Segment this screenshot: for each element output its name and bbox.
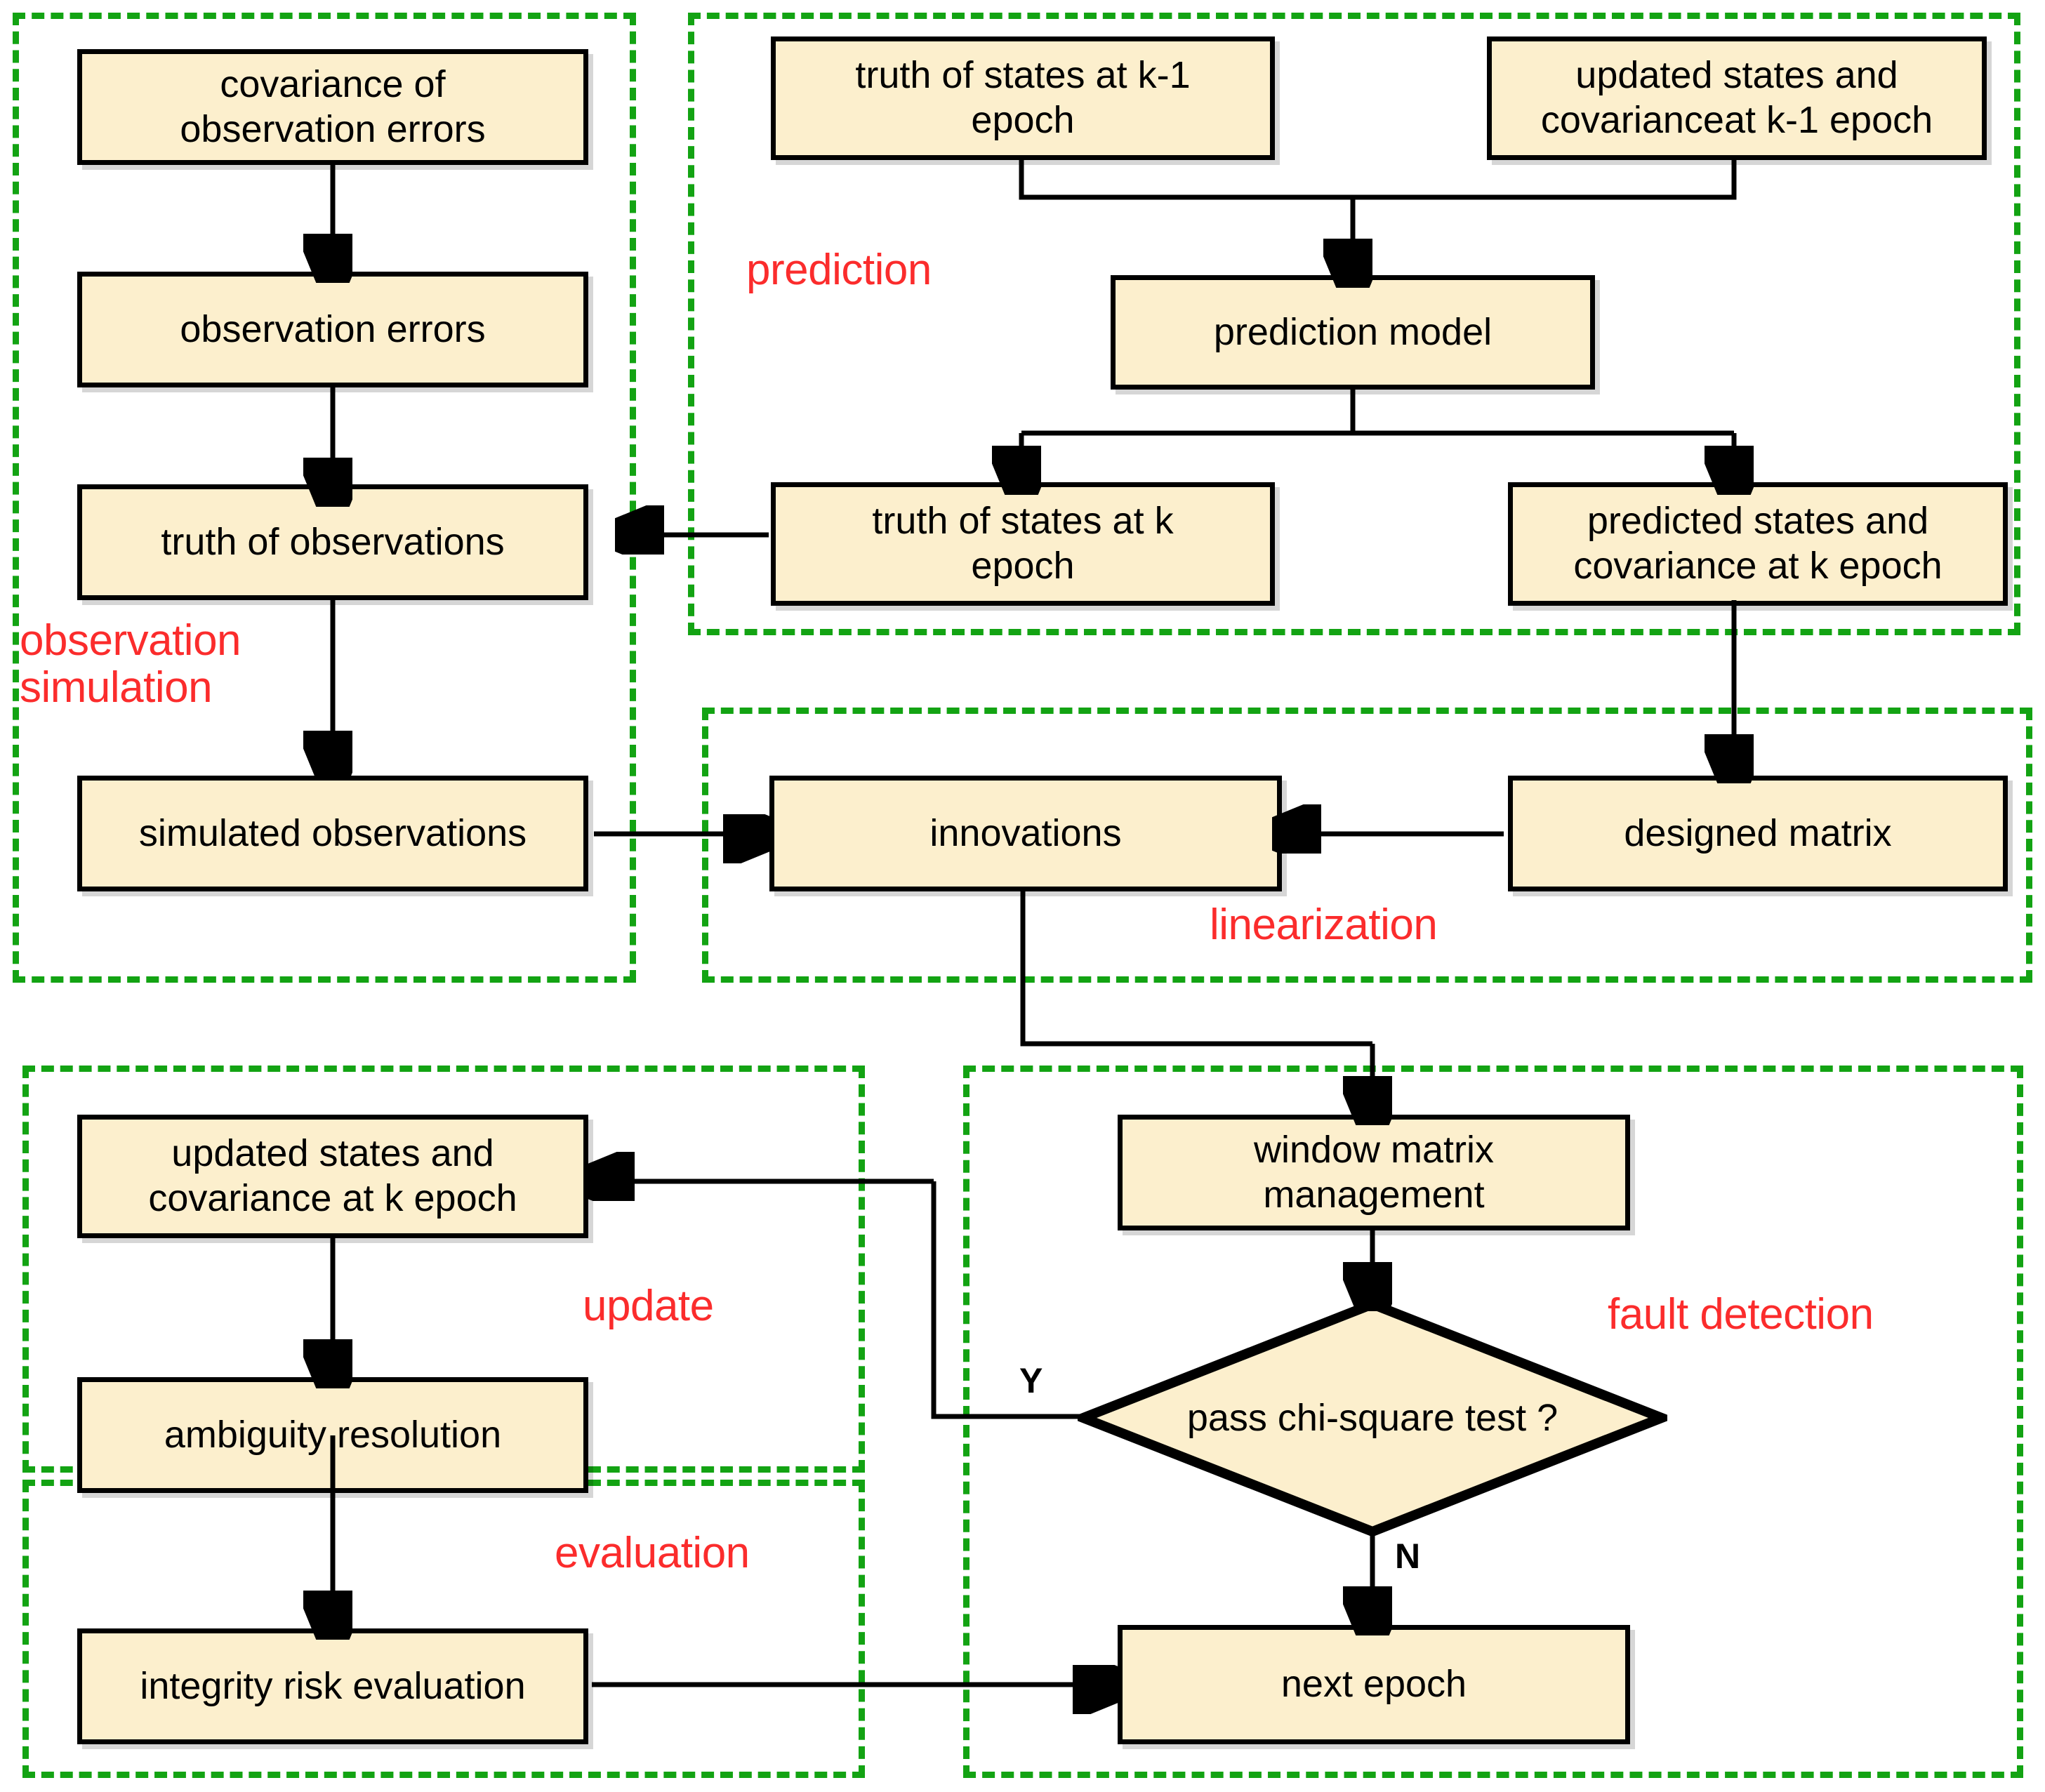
node-label: window matrix management — [1253, 1128, 1495, 1216]
node-label: updated states and covarianceat k-1 epoc… — [1540, 54, 1933, 141]
group-observation-simulation — [13, 13, 636, 983]
node-innovations[interactable]: innovations — [769, 776, 1282, 891]
node-label: innovations — [929, 811, 1122, 854]
group-label-fault-detection: fault detection — [1608, 1290, 1874, 1339]
node-label: simulated observations — [138, 811, 527, 854]
node-label: pass chi-square test ? — [1186, 1397, 1558, 1439]
node-label: prediction model — [1213, 310, 1493, 353]
node-covariance-of-observation-errors[interactable]: covariance of observation errors — [77, 49, 588, 165]
node-updated-states-and-covariance-at-k-1-epoch[interactable]: updated states and covarianceat k-1 epoc… — [1487, 36, 1987, 160]
group-label-linearization: linearization — [1210, 901, 1438, 949]
group-label-evaluation: evaluation — [555, 1529, 750, 1577]
node-prediction-model[interactable]: prediction model — [1111, 275, 1595, 390]
node-label: truth of states at k epoch — [872, 500, 1174, 587]
node-truth-of-observations[interactable]: truth of observations — [77, 484, 588, 600]
group-label-observation-simulation: observation simulation — [20, 616, 241, 712]
node-simulated-observations[interactable]: simulated observations — [77, 776, 588, 891]
node-label: next epoch — [1280, 1663, 1467, 1706]
node-window-matrix-management[interactable]: window matrix management — [1118, 1115, 1630, 1230]
node-label: observation errors — [180, 307, 486, 350]
edge-label-no: N — [1395, 1537, 1421, 1576]
node-label: truth of states at k-1 epoch — [855, 54, 1191, 141]
group-label-prediction: prediction — [746, 246, 932, 294]
node-label: truth of observations — [161, 520, 505, 563]
node-ambiguity-resolution[interactable]: ambiguity resolution — [77, 1377, 588, 1493]
node-updated-states-and-covariance-at-k-epoch[interactable]: updated states and covariance at k epoch — [77, 1115, 588, 1238]
node-label: covariance of observation errors — [180, 62, 486, 150]
node-observation-errors[interactable]: observation errors — [77, 272, 588, 387]
node-label: integrity risk evaluation — [140, 1664, 526, 1707]
node-designed-matrix[interactable]: designed matrix — [1508, 776, 2008, 891]
node-label: ambiguity resolution — [164, 1413, 502, 1456]
node-truth-of-states-at-k-epoch[interactable]: truth of states at k epoch — [771, 482, 1275, 606]
node-label: designed matrix — [1624, 811, 1892, 854]
node-label: predicted states and covariance at k epo… — [1573, 500, 1943, 587]
edge-label-yes: Y — [1019, 1361, 1043, 1400]
node-predicted-states-and-covariance-at-k-epoch[interactable]: predicted states and covariance at k epo… — [1508, 482, 2008, 606]
group-fault-detection — [963, 1066, 2023, 1778]
node-label: updated states and covariance at k epoch — [148, 1132, 517, 1219]
group-label-update: update — [583, 1282, 714, 1330]
node-pass-chi-square-test[interactable]: pass chi-square test ? — [1078, 1299, 1667, 1537]
node-integrity-risk-evaluation[interactable]: integrity risk evaluation — [77, 1628, 588, 1744]
group-prediction — [688, 13, 2020, 635]
diamond-shape — [1078, 1299, 1667, 1537]
node-next-epoch[interactable]: next epoch — [1118, 1625, 1630, 1744]
node-truth-of-states-at-k-1-epoch[interactable]: truth of states at k-1 epoch — [771, 36, 1275, 160]
